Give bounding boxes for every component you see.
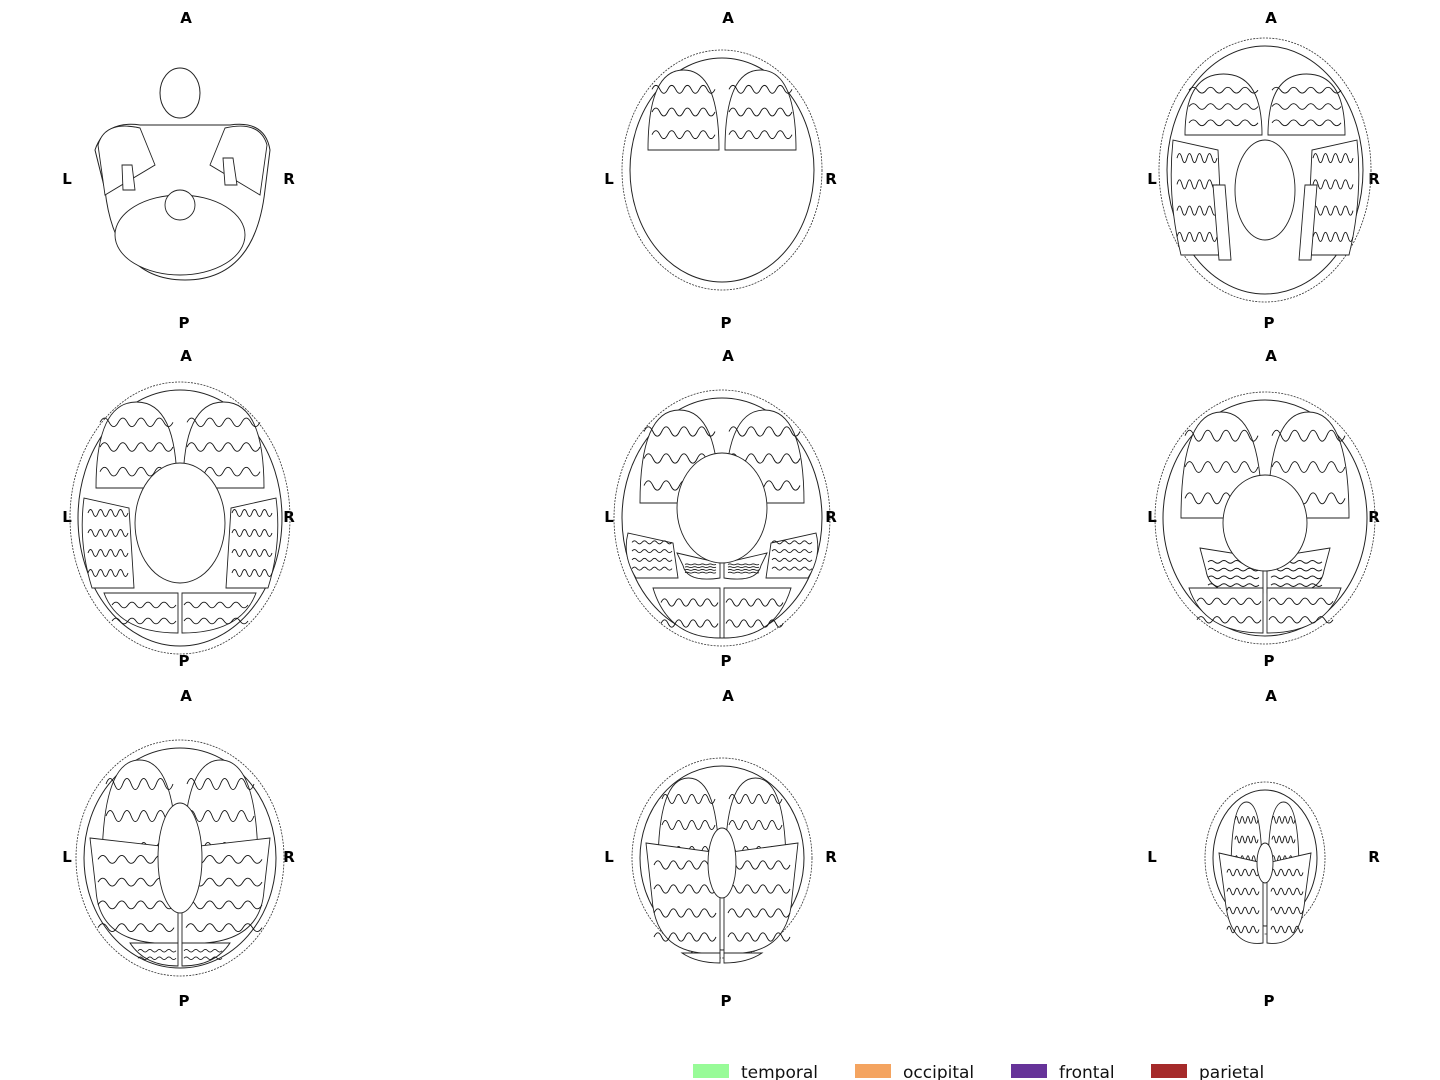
slice-panel: A P L R (62, 687, 295, 1010)
label-anterior: A (1265, 347, 1277, 365)
legend-swatch-parietal (1151, 1064, 1187, 1078)
ventricle-region (707, 827, 737, 899)
slice-panel: A P L R (1147, 687, 1380, 1010)
label-anterior: A (180, 347, 192, 365)
ventricle-region (1234, 139, 1296, 241)
occipital-region (680, 952, 721, 964)
ventricle-region (134, 462, 226, 584)
ventricle-region (1222, 474, 1308, 572)
occipital-region (181, 942, 231, 967)
ventricle-region (157, 802, 203, 914)
slice-panel: A P L R (604, 687, 837, 1010)
label-posterior: P (1264, 652, 1275, 670)
label-posterior: P (721, 652, 732, 670)
label-anterior: A (722, 347, 734, 365)
legend-label-temporal: temporal (741, 1063, 818, 1080)
label-left: L (1147, 848, 1157, 866)
label-left: L (1147, 170, 1157, 188)
frontal-region (647, 69, 720, 151)
legend: temporal occipital frontal parietal (693, 1063, 1264, 1080)
slice-panel: A P L R (604, 347, 837, 670)
slice-panel: A P L R (1147, 347, 1380, 670)
parietal-region (1218, 852, 1264, 944)
occipital-region (121, 164, 136, 191)
label-posterior: P (179, 992, 190, 1010)
label-posterior: P (721, 992, 732, 1010)
legend-label-parietal: parietal (1199, 1063, 1264, 1080)
legend-swatch-frontal (1011, 1064, 1047, 1078)
frontal-region (1184, 73, 1263, 136)
temporal-region (1170, 139, 1224, 256)
occipital-region (1188, 587, 1264, 634)
label-posterior: P (179, 652, 190, 670)
label-anterior: A (1265, 687, 1277, 705)
legend-swatch-occipital (855, 1064, 891, 1078)
slice-panel: A P L R (1147, 9, 1380, 332)
label-right: R (283, 848, 295, 866)
temporal-region (1306, 139, 1360, 256)
frontal-region (724, 777, 787, 869)
occipital-region (723, 952, 764, 964)
occipital-region (1212, 184, 1232, 261)
label-right: R (825, 170, 837, 188)
label-left: L (1147, 508, 1157, 526)
legend-swatch-temporal (693, 1064, 729, 1078)
label-left: L (604, 848, 614, 866)
temporal-region (209, 125, 268, 196)
label-posterior: P (1264, 314, 1275, 332)
nasal-outline (159, 67, 201, 119)
occipital-region (103, 592, 179, 634)
label-posterior: P (1264, 992, 1275, 1010)
label-right: R (825, 848, 837, 866)
label-anterior: A (180, 687, 192, 705)
label-left: L (62, 170, 72, 188)
frontal-region (1267, 801, 1300, 874)
ventricle-region (676, 452, 768, 564)
label-posterior: P (179, 314, 190, 332)
parietal-region (1266, 852, 1312, 944)
label-right: R (1368, 170, 1380, 188)
label-anterior: A (722, 687, 734, 705)
frontal-region (724, 69, 797, 151)
label-left: L (604, 170, 614, 188)
ventricle-region (1256, 842, 1274, 884)
label-anterior: A (1265, 9, 1277, 27)
slice-panel: A P L R (62, 347, 295, 670)
label-right: R (1368, 508, 1380, 526)
label-posterior: P (721, 314, 732, 332)
temporal-region (97, 125, 156, 196)
frontal-region (1267, 73, 1346, 136)
frontal-region (95, 401, 178, 489)
label-anterior: A (722, 9, 734, 27)
label-left: L (62, 848, 72, 866)
legend-label-occipital: occipital (903, 1063, 974, 1080)
occipital-region (652, 587, 721, 639)
temporal-region (225, 497, 279, 589)
label-left: L (62, 508, 72, 526)
label-right: R (283, 170, 295, 188)
label-left: L (604, 508, 614, 526)
label-anterior: A (180, 9, 192, 27)
label-right: R (825, 508, 837, 526)
label-right: R (283, 508, 295, 526)
legend-label-frontal: frontal (1059, 1063, 1115, 1080)
temporal-region (81, 497, 135, 589)
slice-panel: A P L R (604, 9, 837, 332)
frontal-region (182, 401, 265, 489)
occipital-region (129, 942, 179, 967)
occipital-region (1266, 587, 1342, 634)
occipital-region (222, 157, 238, 186)
occipital-region (1298, 184, 1318, 261)
label-right: R (1368, 848, 1380, 866)
slice-panel: A P L R (62, 9, 295, 332)
